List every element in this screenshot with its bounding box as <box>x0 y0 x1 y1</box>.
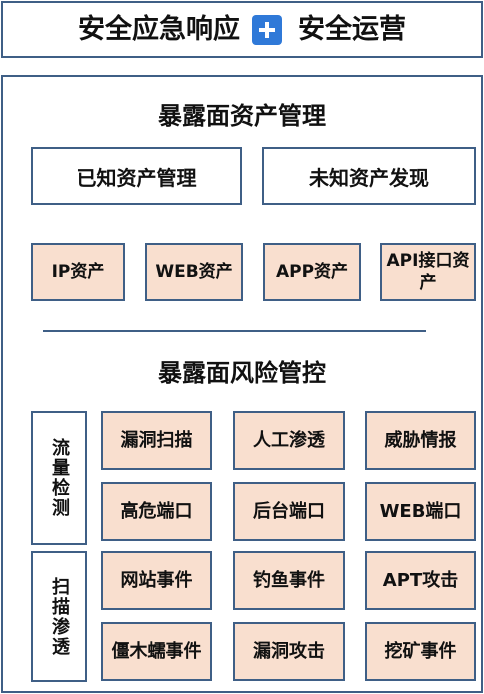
traffic-detection-label: 流量检测 <box>49 438 70 518</box>
risk-item-9: APT攻击 <box>365 551 476 610</box>
risk-item-3: 威胁情报 <box>365 411 476 470</box>
unknown-assets-box: 未知资产发现 <box>262 147 476 205</box>
risk-item-12-text: 挖矿事件 <box>384 640 457 662</box>
risk-item-6: WEB端口 <box>365 482 476 541</box>
traffic-detection-label-box: 流量检测 <box>31 411 87 545</box>
risk-item-1: 漏洞扫描 <box>101 411 212 470</box>
section-divider <box>43 330 426 332</box>
asset-api-text: API接口资产 <box>386 251 470 293</box>
risk-item-10-text: 僵木蠕事件 <box>111 640 202 662</box>
risk-item-5: 后台端口 <box>233 482 345 541</box>
header-left-text: 安全应急响应 <box>78 13 240 45</box>
risk-item-4: 高危端口 <box>101 482 212 541</box>
risk-item-5-text: 后台端口 <box>253 500 325 522</box>
asset-ip-text: IP资产 <box>51 262 105 282</box>
risk-item-10: 僵木蠕事件 <box>101 622 212 681</box>
header-right-text: 安全运营 <box>298 13 406 45</box>
section2-title: 暴露面风险管控 <box>158 359 326 387</box>
risk-item-7-text: 网站事件 <box>120 569 193 591</box>
asset-web: WEB资产 <box>145 243 243 301</box>
risk-item-6-text: WEB端口 <box>379 500 462 522</box>
risk-item-8: 钓鱼事件 <box>233 551 345 610</box>
risk-item-2: 人工渗透 <box>233 411 345 470</box>
asset-ip: IP资产 <box>31 243 125 301</box>
section1-title: 暴露面资产管理 <box>158 102 326 130</box>
risk-item-7: 网站事件 <box>101 551 212 610</box>
asset-web-text: WEB资产 <box>155 262 233 282</box>
risk-item-2-text: 人工渗透 <box>253 429 325 451</box>
scan-penetration-label-box: 扫描渗透 <box>31 551 87 682</box>
scan-penetration-label: 扫描渗透 <box>49 576 70 657</box>
main-container: 暴露面资产管理 已知资产管理 未知资产发现 IP资产 WEB资产 APP资产 A… <box>1 75 483 693</box>
risk-item-12: 挖矿事件 <box>365 622 476 681</box>
risk-item-4-text: 高危端口 <box>120 500 193 522</box>
risk-item-1-text: 漏洞扫描 <box>120 429 193 451</box>
risk-item-3-text: 威胁情报 <box>384 429 457 451</box>
risk-item-9-text: APT攻击 <box>382 569 459 591</box>
asset-app: APP资产 <box>263 243 361 301</box>
risk-item-11-text: 漏洞攻击 <box>253 640 325 662</box>
known-assets-text: 已知资产管理 <box>76 165 197 190</box>
known-assets-box: 已知资产管理 <box>31 147 242 205</box>
risk-item-11: 漏洞攻击 <box>233 622 345 681</box>
unknown-assets-text: 未知资产发现 <box>309 165 429 190</box>
header-box: 安全应急响应 安全运营 <box>1 1 483 58</box>
plus-icon <box>252 14 282 45</box>
risk-item-8-text: 钓鱼事件 <box>253 569 325 591</box>
asset-api: API接口资产 <box>380 243 476 301</box>
asset-app-text: APP资产 <box>275 262 349 282</box>
